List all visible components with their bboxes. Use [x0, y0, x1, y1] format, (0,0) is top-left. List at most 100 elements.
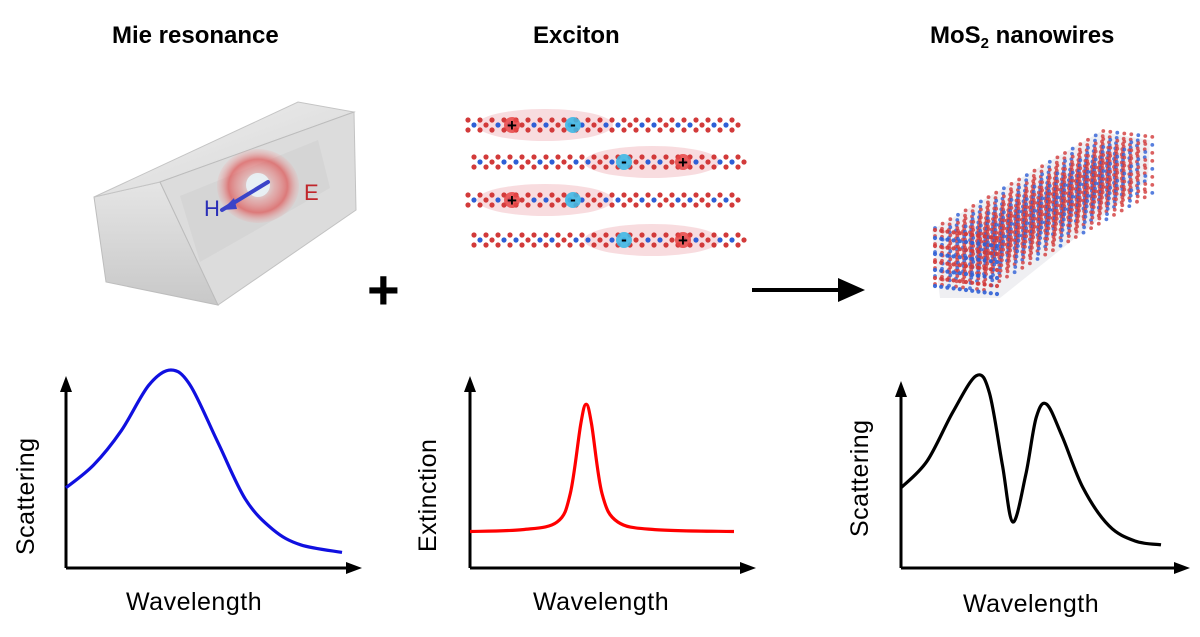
nanowire-atom [1143, 134, 1148, 138]
sulfur-atom [651, 232, 657, 238]
nanowire-atom [994, 251, 1000, 257]
sulfur-atom [489, 117, 495, 123]
nanowire-atom [1150, 143, 1155, 147]
nanowire-atom [951, 238, 956, 243]
sulfur-atom [609, 202, 615, 208]
nanowire-atom [957, 263, 962, 268]
nanowire-atom [1078, 190, 1083, 195]
molybdenum-atom [591, 122, 597, 128]
sulfur-atom [543, 242, 549, 248]
hole-sign: + [507, 191, 517, 210]
molybdenum-atom [675, 197, 681, 203]
nanowire-atom [945, 285, 950, 290]
nanowire-atom [992, 262, 997, 267]
electron-charge [565, 117, 581, 133]
nanowire-atom [963, 263, 969, 269]
sulfur-atom [591, 242, 597, 248]
molybdenum-atom [495, 197, 501, 203]
nanowire-atom [932, 259, 938, 265]
sulfur-atom [561, 117, 567, 123]
nanowire-atom [957, 279, 962, 284]
nanowire-atom [1063, 183, 1067, 187]
sulfur-atom [705, 202, 711, 208]
x-axis-arrowhead [1174, 562, 1190, 574]
nanowire-atom [1122, 147, 1127, 152]
sulfur-atom [693, 117, 699, 123]
sulfur-atom [483, 154, 489, 160]
nanowire-atom [945, 253, 950, 258]
nanowire-atom [1061, 222, 1065, 227]
molybdenum-atom [711, 197, 717, 203]
nanowire-atom [1122, 171, 1127, 176]
molybdenum-atom [651, 197, 657, 203]
nanowire-atom [1093, 194, 1097, 199]
sulfur-atom [549, 117, 555, 123]
nanowire-atom [1040, 204, 1044, 209]
sulfur-atom [657, 202, 663, 208]
molybdenum-atom [735, 122, 741, 128]
nanowire-atom [986, 227, 991, 232]
molybdenum-atom [501, 237, 507, 243]
nanowire-atom [997, 279, 1002, 283]
molybdenum-atom [549, 159, 555, 165]
nanowire-atom [988, 283, 993, 288]
nanowire-atom [963, 247, 969, 253]
nanowire-atom [1101, 185, 1106, 189]
nanowire-atom [1129, 180, 1134, 185]
nanowire-atom [976, 289, 981, 294]
nanowire-atom [1122, 163, 1127, 168]
nanowire-atom [1086, 137, 1090, 142]
nanowire-atom [1086, 193, 1090, 198]
nanowire-atom [951, 270, 956, 275]
nanowire-atom [1061, 217, 1066, 222]
nanowire-atom [982, 258, 987, 263]
nanowire-atom [1002, 202, 1006, 207]
nanowire-atom [1059, 238, 1064, 243]
mos2-formula: MoS [930, 22, 981, 49]
nanowire-atom [1112, 213, 1116, 217]
nanowire-atom [976, 265, 981, 270]
sulfur-atom [621, 192, 627, 198]
nanowire-atom [1107, 191, 1112, 196]
nanowire-atom [998, 268, 1003, 273]
sulfur-atom [717, 192, 723, 198]
molybdenum-atom [693, 159, 699, 165]
nanowire-atom [1129, 132, 1134, 137]
nanowire-atom [1083, 214, 1088, 219]
nanowire-atom [1089, 221, 1094, 225]
nanowire-atom [1122, 187, 1127, 192]
molybdenum-atom [627, 122, 633, 128]
nanowire-atom [1127, 204, 1132, 209]
nanowire-atom [945, 237, 950, 242]
nanowire-atom [1084, 209, 1088, 214]
nanowire-atom [1129, 148, 1134, 153]
chart2-ylabel: Extinction [414, 438, 442, 552]
sulfur-atom [669, 127, 675, 133]
sulfur-atom [669, 192, 675, 198]
nanowire-atom [1007, 253, 1012, 258]
nanowire-atom [1005, 274, 1009, 279]
nanowire-atom [955, 274, 960, 278]
nanowire-atom [994, 275, 1000, 281]
nanowire-atom [1044, 247, 1048, 252]
nanowire-atom [1078, 198, 1083, 203]
exciton-cloud [584, 146, 720, 178]
nanowire-atom [1082, 225, 1086, 230]
sulfur-atom [681, 117, 687, 123]
nanowire-atom [948, 233, 953, 238]
nanowire-atom [1115, 178, 1120, 183]
molybdenum-atom [573, 159, 579, 165]
sulfur-atom [639, 164, 645, 170]
hole-sign: + [507, 116, 517, 135]
spectrum-curve [469, 402, 735, 534]
sulfur-atom [531, 232, 537, 238]
nanowire-atom [1121, 192, 1126, 197]
sulfur-atom [489, 127, 495, 133]
y-axis-arrowhead [60, 376, 72, 392]
nanowire-atom [988, 235, 993, 240]
electron-charge [616, 232, 632, 248]
sulfur-atom [597, 202, 603, 208]
sulfur-atom [507, 154, 513, 160]
y-axis-arrowhead [895, 381, 907, 397]
hole-sign: + [678, 153, 688, 172]
